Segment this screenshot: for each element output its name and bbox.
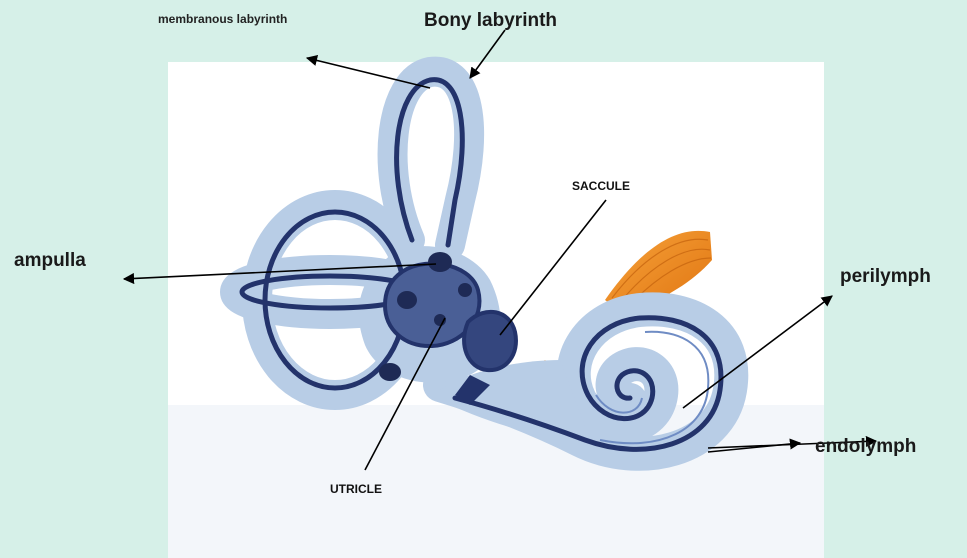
label-perilymph: perilymph: [840, 266, 931, 288]
ampulla-dot: [458, 283, 472, 297]
ampulla-dot: [397, 291, 417, 309]
label-endolymph: endolymph: [815, 436, 916, 458]
label-ampulla: ampulla: [14, 250, 86, 272]
label-bony-labyrinth: Bony labyrinth: [424, 10, 557, 32]
label-saccule: SACCULE: [572, 179, 630, 193]
ampulla-dot: [428, 252, 452, 272]
label-membranous-labyrinth: membranous labyrinth: [158, 12, 287, 26]
saccule-sac: [464, 312, 516, 370]
label-utricle: UTRICLE: [330, 482, 382, 496]
ampulla-dot: [379, 363, 401, 381]
